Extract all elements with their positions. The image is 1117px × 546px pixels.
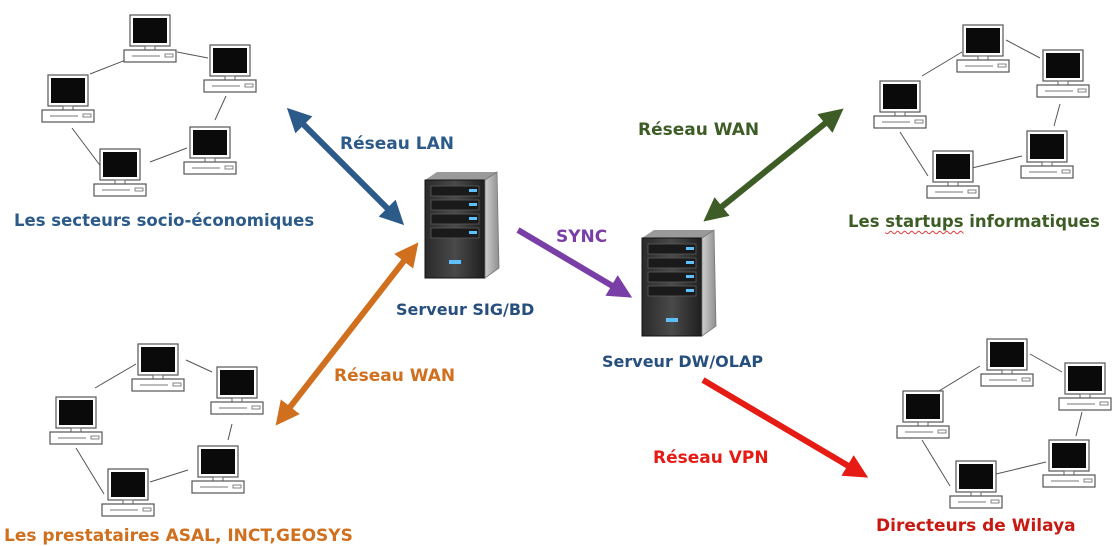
- computer-icon: [123, 14, 177, 63]
- computer-icon: [203, 44, 257, 93]
- computer-icon: [896, 390, 950, 439]
- computer-icon: [131, 343, 185, 392]
- computer-icon: [926, 150, 980, 199]
- computer-icon: [49, 396, 103, 445]
- label-group-startups: Les startups informatiques: [848, 212, 1100, 231]
- arrow-wan-startups: [703, 108, 844, 222]
- computer-icon: [191, 445, 245, 494]
- label-wan-prestataires: Réseau WAN: [334, 366, 456, 386]
- computer-icon: [41, 74, 95, 123]
- label-group-directeurs: Directeurs de Wilaya: [876, 516, 1076, 536]
- label-group-startups-suffix: informatiques: [963, 212, 1100, 231]
- pc-ring-socio: [41, 14, 257, 197]
- computer-icon: [956, 24, 1010, 73]
- computer-icon: [183, 126, 237, 175]
- arrow-sync: [516, 227, 633, 298]
- label-group-startups-word: startups: [885, 212, 964, 231]
- server-sig-icon: [424, 171, 500, 279]
- arrow-lan: [286, 107, 405, 226]
- computer-icon: [1020, 130, 1074, 179]
- label-server-sig: Serveur SIG/BD: [396, 300, 535, 319]
- label-group-startups-prefix: Les: [848, 212, 886, 231]
- pc-ring-prestataires: [49, 343, 264, 517]
- label-sync: SYNC: [556, 227, 608, 247]
- computer-icon: [873, 80, 927, 129]
- computer-icon: [949, 460, 1003, 509]
- label-vpn: Réseau VPN: [653, 448, 769, 468]
- computer-icon: [101, 468, 155, 517]
- computer-icon: [1058, 362, 1112, 411]
- computer-icon: [1042, 439, 1096, 488]
- label-lan: Réseau LAN: [340, 134, 454, 154]
- computer-icon: [980, 338, 1034, 387]
- label-wan-startups: Réseau WAN: [638, 120, 760, 140]
- pc-ring-startups: [873, 24, 1090, 199]
- label-server-dw: Serveur DW/OLAP: [602, 352, 764, 371]
- arrow-vpn: [701, 377, 869, 478]
- label-group-prestataires: Les prestataires ASAL, INCT,GEOSYS: [4, 526, 353, 546]
- server-dw-icon: [641, 229, 717, 337]
- computer-icon: [1036, 49, 1090, 98]
- arrow-wan-prestataires: [275, 242, 419, 426]
- pc-ring-directeurs: [896, 338, 1112, 509]
- label-group-socio: Les secteurs socio-économiques: [14, 211, 315, 230]
- computer-icon: [93, 148, 147, 197]
- computer-icon: [210, 366, 264, 415]
